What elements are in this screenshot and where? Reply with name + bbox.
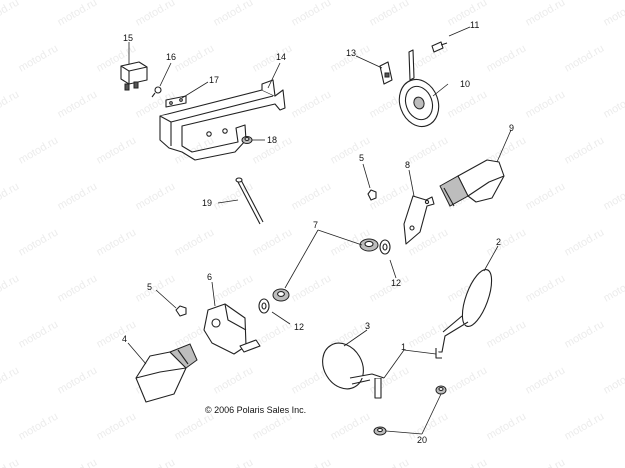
callout-20: 20 xyxy=(417,435,427,445)
part-12-washer-upper xyxy=(379,239,391,255)
part-12-washer-lower xyxy=(258,298,270,314)
callout-17: 17 xyxy=(209,75,219,85)
part-19-long-bolt xyxy=(235,177,264,225)
leader-lines xyxy=(127,26,512,435)
callout-2: 2 xyxy=(496,237,501,247)
callout-16: 16 xyxy=(166,52,176,62)
callout-14: 14 xyxy=(276,52,286,62)
part-3-mirror-left xyxy=(322,342,385,390)
part-10-horn xyxy=(398,49,440,128)
part-20-nut-lower xyxy=(373,426,387,436)
part-5-screw-upper xyxy=(367,189,377,201)
callout-11: 11 xyxy=(470,20,479,30)
callout-6: 6 xyxy=(207,272,212,282)
callout-18: 18 xyxy=(267,135,277,145)
callout-10: 10 xyxy=(460,79,470,89)
part-1-mirror-stem xyxy=(374,377,382,399)
callout-1: 1 xyxy=(401,342,406,352)
callout-8: 8 xyxy=(405,160,410,170)
callout-9: 9 xyxy=(509,123,514,133)
part-16-screw xyxy=(151,86,162,98)
part-15-switch-block xyxy=(120,61,148,91)
callout-labels: 15 16 17 14 18 19 13 11 10 5 8 9 7 12 12… xyxy=(122,20,514,445)
part-11-bolt xyxy=(431,41,448,53)
part-17-plate xyxy=(165,95,187,108)
callout-12-upper: 12 xyxy=(391,278,401,288)
callout-19: 19 xyxy=(202,198,212,208)
part-7-nut-lower xyxy=(272,288,290,302)
part-7-nut-upper xyxy=(359,238,379,252)
callout-7: 7 xyxy=(313,220,318,230)
part-4-turn-signal-left xyxy=(135,343,198,403)
callout-3: 3 xyxy=(365,321,370,331)
callout-13: 13 xyxy=(346,48,356,58)
callout-5-lower: 5 xyxy=(147,282,152,292)
part-8-signal-bracket xyxy=(403,195,435,245)
part-13-clip xyxy=(379,61,393,85)
copyright-notice: © 2006 Polaris Sales Inc. xyxy=(205,405,306,415)
callout-15: 15 xyxy=(123,33,133,43)
part-5-screw-lower xyxy=(175,305,187,317)
part-18-nut xyxy=(241,136,253,144)
part-14-mounting-bracket xyxy=(159,79,286,161)
part-2-mirror-right xyxy=(435,269,493,359)
callout-12-lower: 12 xyxy=(294,322,304,332)
part-9-turn-signal-right xyxy=(439,159,505,207)
part-20-nut-upper xyxy=(435,385,447,395)
callout-5-upper: 5 xyxy=(359,153,364,163)
part-6-signal-bracket-left xyxy=(203,303,261,355)
callout-4: 4 xyxy=(122,334,127,344)
